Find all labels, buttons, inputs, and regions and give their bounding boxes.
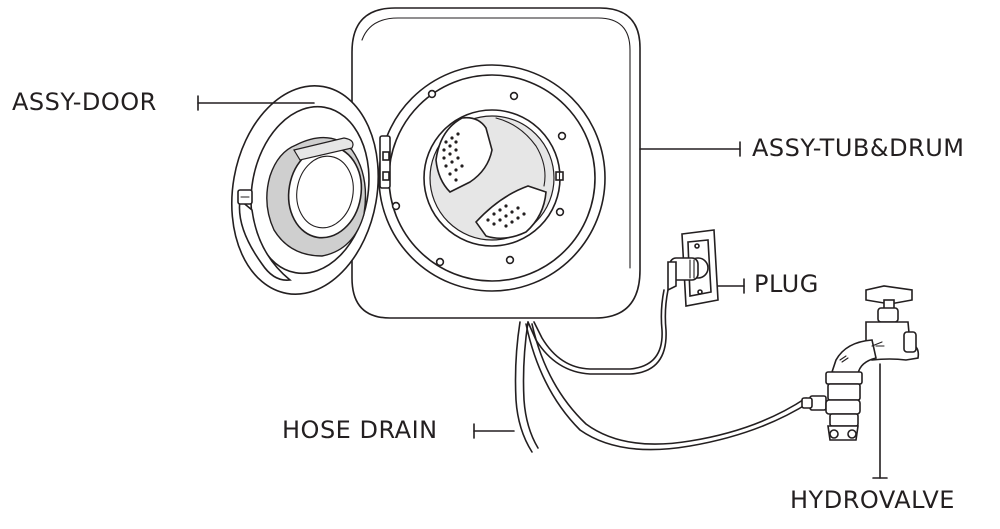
open-door xyxy=(230,85,380,295)
label-assy-door: ASSY-DOOR xyxy=(12,88,157,116)
label-hose-drain: HOSE DRAIN xyxy=(282,416,438,444)
drum-porthole xyxy=(378,64,606,292)
cables xyxy=(514,289,811,453)
drum-perforations xyxy=(442,132,526,228)
label-assy-tub-drum: ASSY-TUB&DRUM xyxy=(752,134,965,162)
door-hinge xyxy=(379,135,391,189)
leader-lines xyxy=(197,95,888,479)
hydrovalve-tap xyxy=(801,285,920,441)
wall-socket xyxy=(667,229,719,307)
label-plug: PLUG xyxy=(754,270,819,298)
porthole-screws xyxy=(391,89,567,267)
label-hydrovalve: HYDROVALVE xyxy=(790,486,955,514)
